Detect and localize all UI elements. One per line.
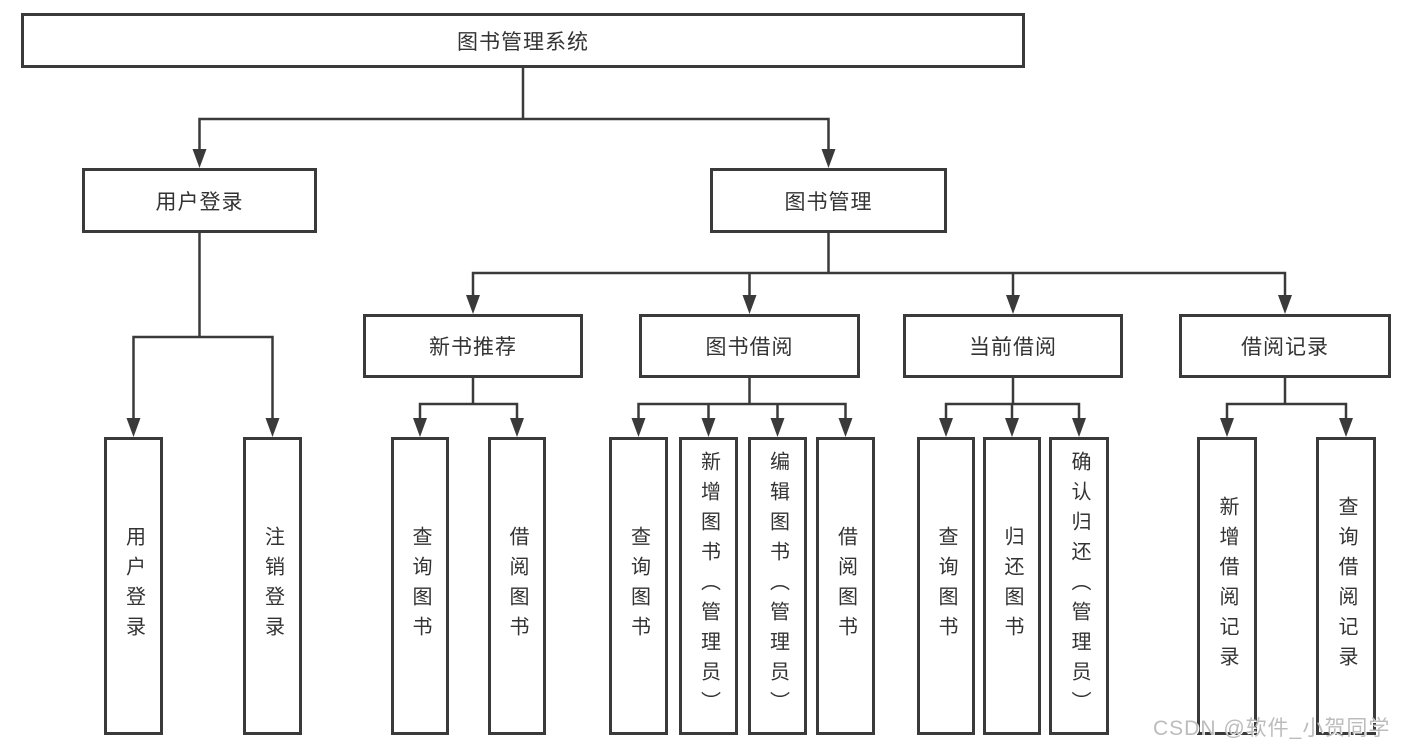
arrowhead-icon xyxy=(1278,295,1292,314)
node-book-borrow: 图书借阅 xyxy=(639,314,860,378)
node-label: 编辑图书（管理员） xyxy=(766,451,789,721)
arrowhead-icon xyxy=(838,418,853,437)
arrowhead-icon xyxy=(770,418,785,437)
node-user-login: 用户登录 xyxy=(82,168,317,233)
node-label: 新增图书（管理员） xyxy=(697,451,720,721)
node-leaf-query-borrow-record: 查询借阅记录 xyxy=(1316,437,1376,735)
node-label: 归还图书 xyxy=(1001,526,1023,646)
arrowhead-icon xyxy=(126,418,141,437)
node-leaf-borrow-book-2: 借阅图书 xyxy=(816,437,875,735)
arrowhead-icon xyxy=(631,418,646,437)
arrowhead-icon xyxy=(1005,418,1019,437)
arrowhead-icon xyxy=(510,418,524,437)
node-label: 借阅图书 xyxy=(834,526,857,646)
node-label: 查询借阅记录 xyxy=(1335,496,1357,676)
node-label: 查询图书 xyxy=(409,526,431,646)
node-leaf-add-borrow-record: 新增借阅记录 xyxy=(1197,437,1257,735)
node-borrow-record: 借阅记录 xyxy=(1179,314,1391,378)
node-leaf-add-book-admin: 新增图书（管理员） xyxy=(679,437,738,735)
node-label: 新增借阅记录 xyxy=(1216,496,1238,676)
node-current-borrow: 当前借阅 xyxy=(903,314,1123,378)
node-leaf-confirm-return-admin: 确认归还（管理员） xyxy=(1049,437,1109,735)
node-leaf-query-book-2: 查询图书 xyxy=(609,437,668,735)
arrowhead-icon xyxy=(1220,418,1234,437)
arrowhead-icon xyxy=(413,418,427,437)
node-label: 确认归还（管理员） xyxy=(1068,451,1090,721)
arrowhead-icon xyxy=(1339,418,1353,437)
node-label: 查询图书 xyxy=(935,526,957,646)
arrowhead-icon xyxy=(1006,295,1020,314)
arrowhead-icon xyxy=(701,418,716,437)
node-label: 用户登录 xyxy=(122,526,145,646)
node-label: 注销登录 xyxy=(261,526,284,646)
arrowhead-icon xyxy=(1072,418,1086,437)
node-label: 查询图书 xyxy=(627,526,650,646)
node-library-system: 图书管理系统 xyxy=(21,13,1025,68)
node-book-management: 图书管理 xyxy=(710,168,947,233)
node-label: 借阅图书 xyxy=(506,526,528,646)
arrowhead-icon xyxy=(192,149,207,168)
node-leaf-query-book-3: 查询图书 xyxy=(917,437,975,735)
arrowhead-icon xyxy=(821,149,836,168)
arrowhead-icon xyxy=(939,418,953,437)
arrowhead-icon xyxy=(742,295,757,314)
node-leaf-user-login: 用户登录 xyxy=(104,437,163,735)
node-leaf-logout: 注销登录 xyxy=(243,437,302,735)
node-leaf-edit-book-admin: 编辑图书（管理员） xyxy=(748,437,807,735)
node-leaf-borrow-book-1: 借阅图书 xyxy=(488,437,546,735)
node-leaf-query-book-1: 查询图书 xyxy=(391,437,449,735)
arrowhead-icon xyxy=(265,418,280,437)
node-leaf-return-book: 归还图书 xyxy=(983,437,1041,735)
arrowhead-icon xyxy=(466,295,480,314)
node-new-book-recommend: 新书推荐 xyxy=(363,314,583,378)
